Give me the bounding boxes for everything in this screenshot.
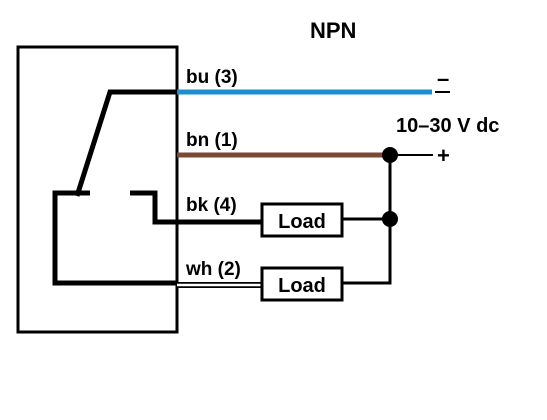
wire-label-wh: wh (2) [185, 259, 241, 280]
contact-bk-path [130, 190, 177, 225]
wire-label-bu: bu (3) [186, 67, 238, 88]
junction-dot-top [382, 147, 398, 163]
load-label-1: Load [278, 211, 326, 233]
supply-bus [342, 155, 392, 285]
load-box-1 [260, 202, 344, 238]
wire-label-bk: bk (4) [186, 195, 237, 216]
sensor-housing [16, 45, 179, 334]
plus-sign: + [437, 143, 450, 168]
diagram-title: NPN [310, 18, 356, 43]
load-label-2: Load [278, 275, 326, 297]
minus-sign: – [437, 66, 449, 91]
junction-dot-middle [382, 211, 398, 227]
load-box-2 [260, 266, 344, 302]
contact-wh-path [52, 190, 177, 286]
switch-arm [74, 89, 177, 197]
wire-label-bn: bn (1) [186, 130, 238, 151]
supply-voltage-label: 10–30 V dc [396, 115, 499, 137]
